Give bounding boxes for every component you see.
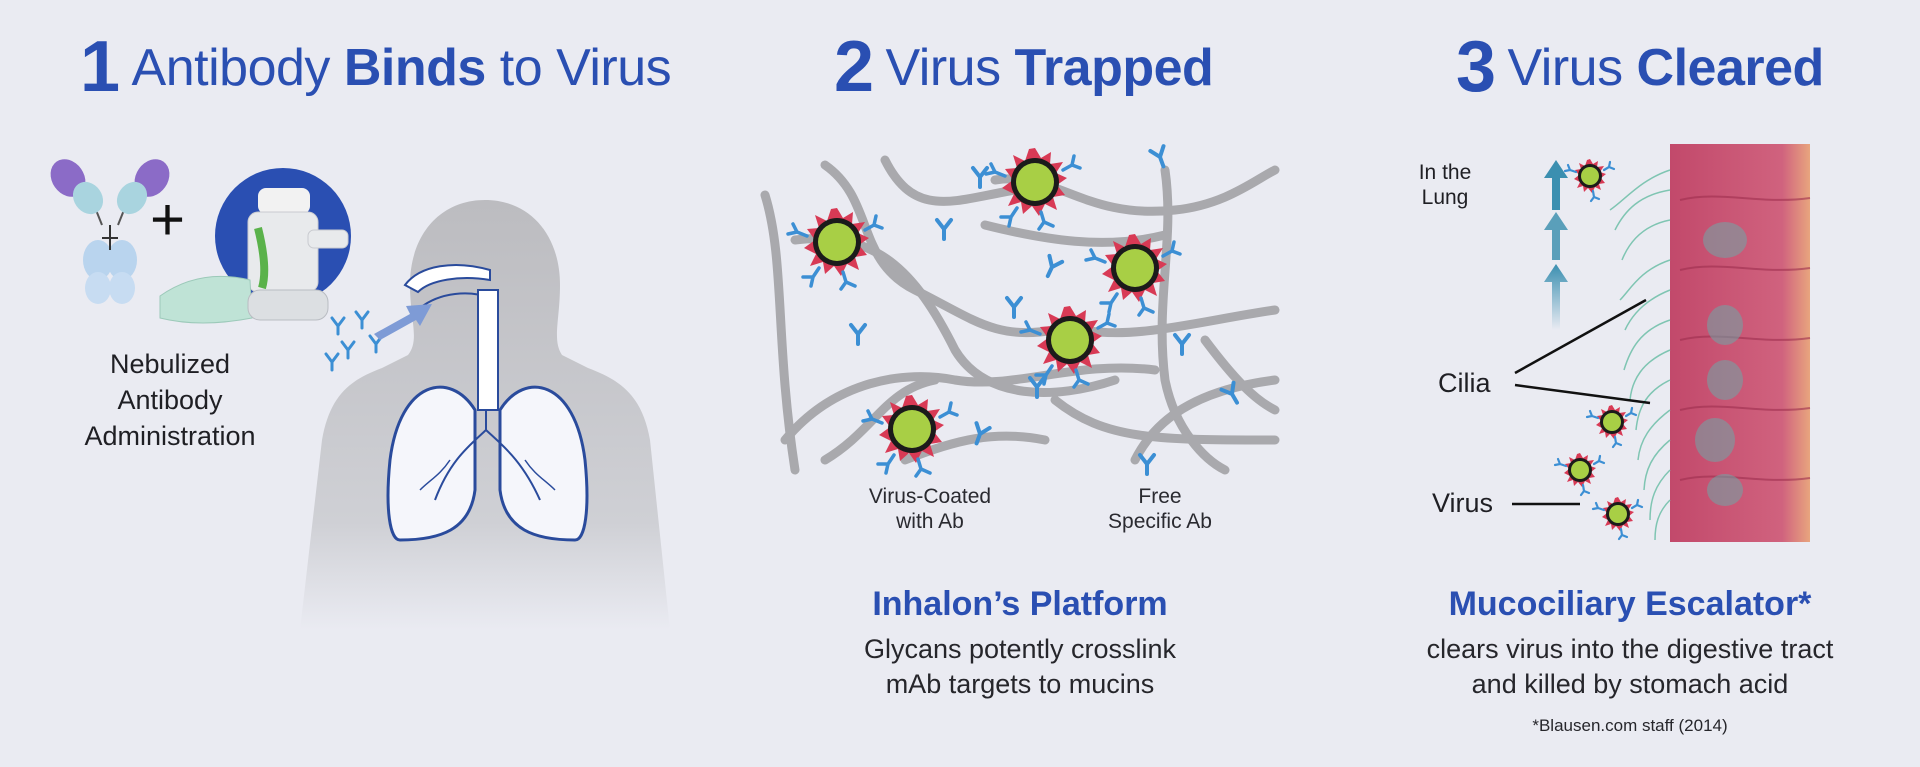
in-the-lung-line2: Lung xyxy=(1421,186,1469,209)
panel2-number: 2 xyxy=(834,27,874,107)
escalator-caption-body: clears virus into the digestive tract an… xyxy=(1340,632,1920,702)
escalator-caption-line1: clears virus into the digestive tract xyxy=(1426,634,1834,664)
platform-caption-body: Glycans potently crosslink mAb targets t… xyxy=(700,632,1340,702)
panel2-title-bold: Trapped xyxy=(1014,39,1214,97)
plus-sign: + xyxy=(150,186,186,253)
panel3-number: 3 xyxy=(1456,27,1496,107)
platform-caption-line2: mAb targets to mucins xyxy=(885,669,1155,699)
panel1-number: 1 xyxy=(80,27,120,107)
mucociliary-illustration xyxy=(1512,144,1811,542)
platform-caption-line1: Glycans potently crosslink xyxy=(863,634,1177,664)
nebulized-line3: Administration xyxy=(84,421,256,451)
in-the-lung-line1: In the xyxy=(1418,161,1472,184)
arrow-up-icon xyxy=(1544,160,1568,330)
virus-label: Virus xyxy=(1432,488,1494,518)
panel2-title-part1: Virus xyxy=(885,39,1002,97)
virus-coated-line2: with Ab xyxy=(896,510,964,533)
virus-icon xyxy=(786,146,1182,478)
lungs-icon xyxy=(386,385,589,542)
escalator-caption-title: Mucociliary Escalator* xyxy=(1448,585,1812,623)
panel1-title-bold: Binds xyxy=(343,39,486,97)
in-the-lung-label: In the Lung xyxy=(1400,160,1490,210)
virus-coated-label: Virus-Coated with Ab xyxy=(850,484,1010,534)
nebulizer-icon xyxy=(159,168,351,324)
nebulized-line1: Nebulized xyxy=(109,349,231,379)
panel1-title-part2: to Virus xyxy=(499,39,672,97)
escalator-caption-line2: and killed by stomach acid xyxy=(1471,669,1789,699)
cilia-label: Cilia xyxy=(1438,368,1491,398)
panel3-title-bold: Cleared xyxy=(1636,39,1825,97)
panel1-title-part1: Antibody xyxy=(131,39,331,97)
inhaled-antibodies xyxy=(324,310,384,372)
nebulized-label: Nebulized Antibody Administration xyxy=(50,346,290,454)
virus-coated-line1: Virus-Coated xyxy=(868,485,992,508)
free-ab-line2: Specific Ab xyxy=(1108,510,1212,533)
airway-icon xyxy=(403,264,491,294)
human-silhouette-icon xyxy=(300,200,670,630)
free-ab-label: Free Specific Ab xyxy=(1080,484,1240,534)
free-ab-line1: Free xyxy=(1138,485,1182,508)
panel3-title-part1: Virus xyxy=(1507,39,1624,97)
nebulized-line2: Antibody xyxy=(117,385,223,415)
free-antibodies xyxy=(849,144,1239,476)
arrow-right-icon xyxy=(374,304,432,340)
antibody-icon xyxy=(50,159,170,304)
image-credit: *Blausen.com staff (2014) xyxy=(1532,716,1728,735)
platform-caption-title: Inhalon’s Platform xyxy=(872,585,1168,623)
